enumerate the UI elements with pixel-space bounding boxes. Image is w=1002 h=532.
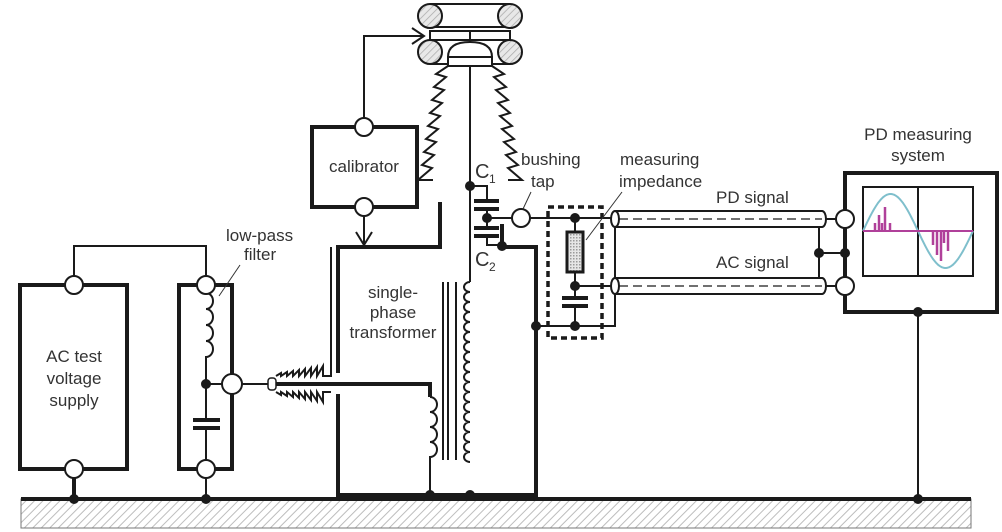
pd-system-label-1: PD measuring	[864, 125, 972, 144]
primary-winding-icon	[429, 396, 438, 495]
ac-supply-label-2: voltage	[47, 369, 102, 388]
ac-supply-label-3: supply	[49, 391, 99, 410]
low-pass-filter	[177, 275, 243, 504]
supply-terminal-bottom	[64, 459, 84, 479]
hv-bushing	[415, 65, 525, 282]
lv-bushing	[242, 247, 432, 406]
capacitor-plate	[562, 296, 588, 300]
supply-ground-node	[69, 494, 79, 504]
bushing-tap-label-2: tap	[531, 172, 555, 191]
ac-test-voltage-supply: AC test voltage supply	[18, 283, 129, 471]
pd-system-label-2: system	[891, 146, 945, 165]
c2-subscript: 2	[489, 260, 496, 274]
resistor-icon	[565, 230, 585, 274]
pd-signal-cable	[610, 210, 836, 228]
c2-label: C	[475, 249, 489, 271]
ac-signal-label: AC signal	[716, 253, 789, 272]
supply-terminal-top	[64, 275, 84, 295]
ground-plane	[20, 497, 972, 529]
capacitor-plate	[193, 418, 220, 422]
pd-signal-label: PD signal	[716, 188, 789, 207]
c2-plate	[474, 226, 499, 230]
measuring-impedance-label-1: measuring	[620, 150, 699, 169]
capacitor-plate	[193, 426, 220, 430]
inductor-icon	[205, 285, 214, 420]
capacitor-plate	[562, 304, 588, 308]
transformer-tank-top	[336, 202, 442, 373]
transformer-tank	[336, 245, 538, 497]
c1-subscript: 1	[489, 172, 496, 186]
c2-plate	[474, 234, 499, 238]
hv-toroid-electrode	[417, 3, 523, 67]
secondary-winding-icon	[463, 281, 471, 463]
pd-measuring-system	[835, 171, 999, 504]
pd-pulses	[873, 207, 950, 261]
transformer-label-1: single-	[368, 283, 418, 302]
supply-filter-wire	[73, 245, 207, 285]
transformer-label-3: transformer	[350, 323, 437, 342]
low-pass-label-2: filter	[244, 245, 276, 264]
bushing-tap-terminal	[511, 208, 531, 228]
measuring-impedance	[531, 205, 616, 340]
transformer-label-2: phase	[370, 303, 416, 322]
calibrator: calibrator	[310, 27, 426, 247]
calibrator-label: calibrator	[329, 157, 399, 176]
ac-supply-label-1: AC test	[46, 347, 102, 366]
transformer-core	[442, 282, 457, 460]
c1-plate	[474, 207, 499, 211]
ac-signal-cable	[610, 277, 836, 295]
c1-plate	[474, 199, 499, 203]
c1-label: C	[475, 161, 489, 183]
bushing-capacitors	[465, 181, 507, 251]
low-pass-leader	[218, 264, 241, 297]
measuring-impedance-label-2: impedance	[619, 172, 702, 191]
bushing-tap-label-1: bushing	[521, 150, 581, 169]
low-pass-label-1: low-pass	[226, 226, 293, 245]
